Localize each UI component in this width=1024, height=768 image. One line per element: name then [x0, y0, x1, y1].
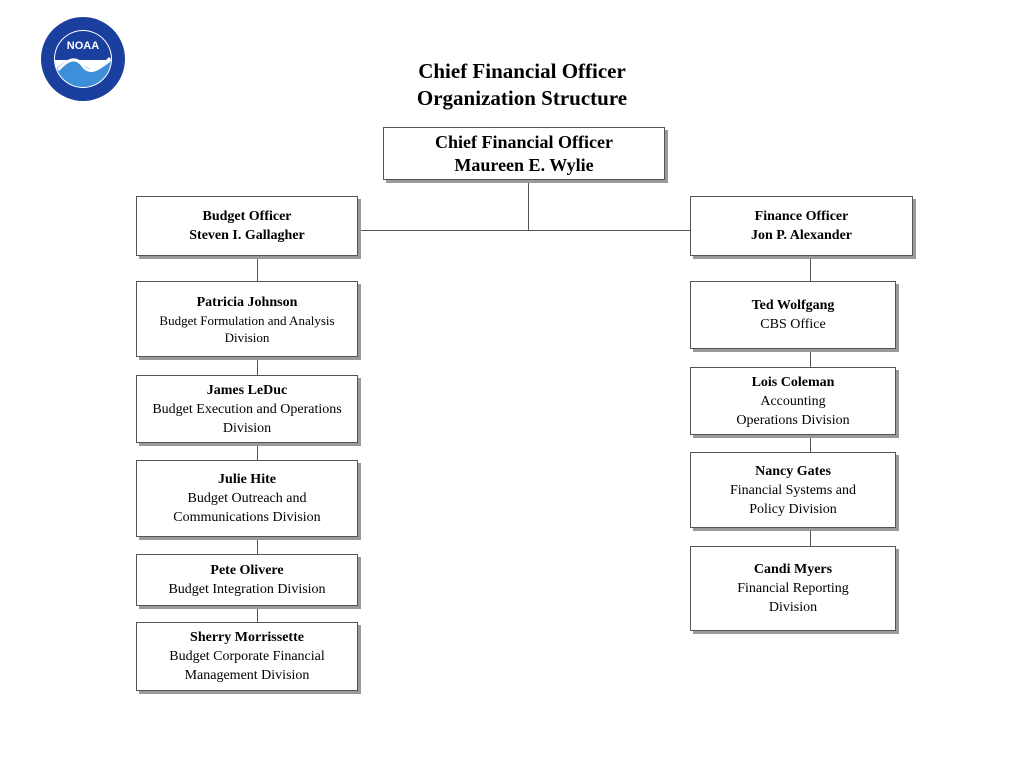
division-name-line: Division [222, 420, 272, 436]
division-head-name: Pete Olivere [210, 563, 284, 578]
division-box: Ted Wolfgang CBS Office [690, 281, 896, 349]
division-box: Julie Hite Budget Outreach and Communica… [136, 460, 358, 537]
division-name-line: Division [768, 600, 818, 615]
division-box: Candi Myers Financial Reporting Division [690, 546, 896, 631]
cfo-name: Maureen E. Wylie [454, 154, 594, 175]
division-name-line: Communications Division [173, 510, 321, 525]
division-name-line: Budget Corporate Financial [169, 649, 325, 664]
division-name-line: Budget Formulation and Analysis [159, 312, 335, 328]
division-name-line: CBS Office [760, 317, 826, 332]
noaa-logo: NOAA [40, 16, 126, 102]
page-title-line2: Organization Structure [416, 86, 628, 110]
division-name-line: Accounting [760, 393, 826, 409]
division-name-line: Financial Reporting [737, 581, 849, 596]
division-head-name: Ted Wolfgang [751, 298, 835, 313]
division-head-name: Sherry Morrissette [190, 630, 304, 645]
logo-text: NOAA [67, 40, 99, 52]
budget-officer-name: Steven I. Gallagher [189, 228, 305, 243]
connector-cfo-down [528, 180, 529, 230]
budget-officer-title: Budget Officer [202, 209, 292, 224]
budget-officer-box: Budget Officer Steven I. Gallagher [136, 196, 358, 256]
division-box: Patricia Johnson Budget Formulation and … [136, 281, 358, 357]
division-name-line: Policy Division [749, 501, 837, 517]
division-name-line: Division [224, 329, 270, 345]
cfo-box: Chief Financial Officer Maureen E. Wylie [383, 127, 665, 180]
division-name-line: Budget Outreach and [187, 491, 307, 506]
division-box: Pete Olivere Budget Integration Division [136, 554, 358, 606]
division-box: Lois Coleman Accounting Operations Divis… [690, 367, 896, 435]
page-title-line1: Chief Financial Officer [418, 59, 626, 83]
cfo-title: Chief Financial Officer [435, 131, 613, 152]
division-box: Sherry Morrissette Budget Corporate Fina… [136, 622, 358, 691]
division-box: Nancy Gates Financial Systems and Policy… [690, 452, 896, 528]
division-head-name: Candi Myers [753, 562, 833, 577]
division-head-name: Patricia Johnson [196, 294, 298, 310]
division-head-name: Julie Hite [218, 472, 276, 487]
division-head-name: Nancy Gates [755, 463, 831, 479]
division-head-name: Lois Coleman [751, 374, 835, 390]
division-box: James LeDuc Budget Execution and Operati… [136, 375, 358, 443]
division-name-line: Financial Systems and [730, 482, 856, 498]
division-head-name: James LeDuc [206, 382, 288, 398]
division-name-line: Management Division [184, 668, 310, 683]
finance-officer-title: Finance Officer [754, 209, 849, 224]
finance-officer-name: Jon P. Alexander [751, 228, 852, 243]
division-name-line: Budget Execution and Operations [152, 401, 342, 417]
finance-officer-box: Finance Officer Jon P. Alexander [690, 196, 913, 256]
connector-horizontal [358, 230, 691, 231]
division-name-line: Operations Division [736, 412, 850, 428]
division-name-line: Budget Integration Division [168, 582, 326, 597]
